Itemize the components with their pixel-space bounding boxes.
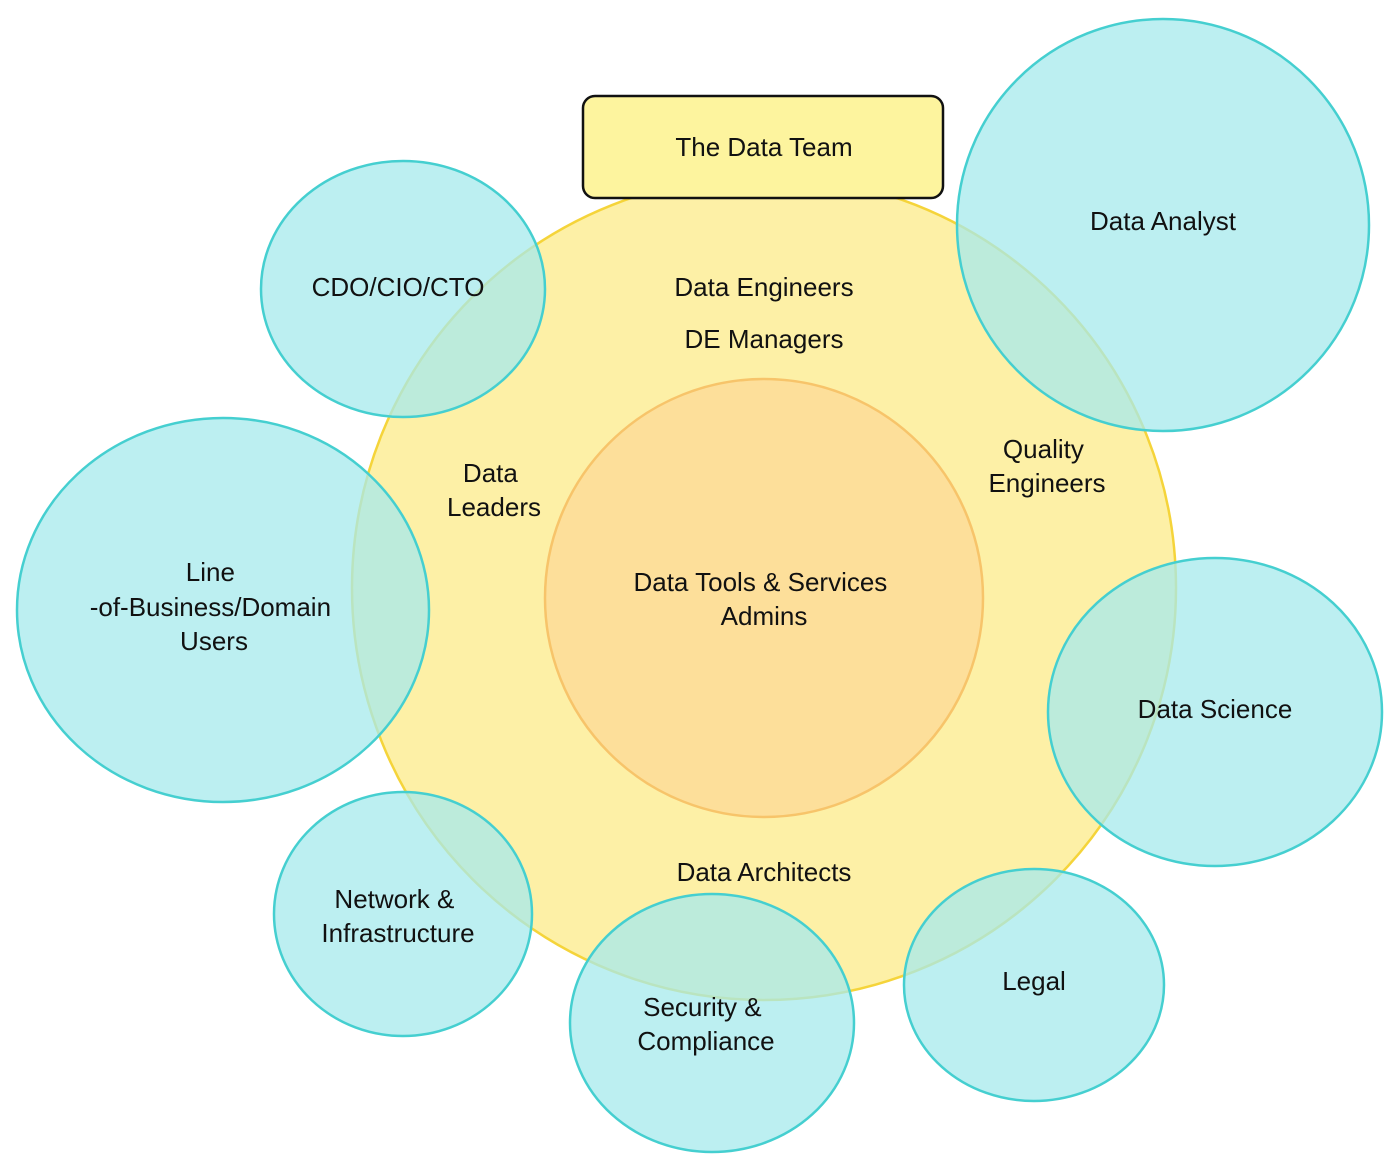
title-label: The Data Team [675, 132, 852, 162]
core-label: Data Tools & Services Admins [633, 567, 894, 631]
de-managers-label: DE Managers [685, 324, 844, 354]
data-engineers-label: Data Engineers [674, 272, 853, 302]
lob-users-label: Line -of-Business/Domain Users [90, 557, 339, 656]
title-box [581, 94, 945, 200]
security-label: Security & Compliance [637, 992, 774, 1056]
data-leaders-label: Data Leaders [447, 458, 541, 522]
cdo-label: CDO/CIO/CTO [312, 272, 485, 302]
lob-users-circle [15, 416, 431, 804]
network-circle [272, 790, 534, 1038]
data-science-circle [1046, 556, 1384, 868]
data-science-label: Data Science [1138, 694, 1293, 724]
cdo-circle [259, 159, 547, 419]
security-circle [568, 892, 856, 1154]
data-analyst-circle [955, 17, 1371, 433]
core-circle [543, 377, 985, 819]
legal-circle [902, 867, 1166, 1103]
quality-engineers-label: Quality Engineers [988, 434, 1105, 498]
network-label: Network & Infrastructure [321, 884, 474, 948]
legal-label: Legal [1002, 966, 1066, 996]
data-architects-label: Data Architects [677, 857, 852, 887]
data-analyst-label: Data Analyst [1090, 206, 1237, 236]
